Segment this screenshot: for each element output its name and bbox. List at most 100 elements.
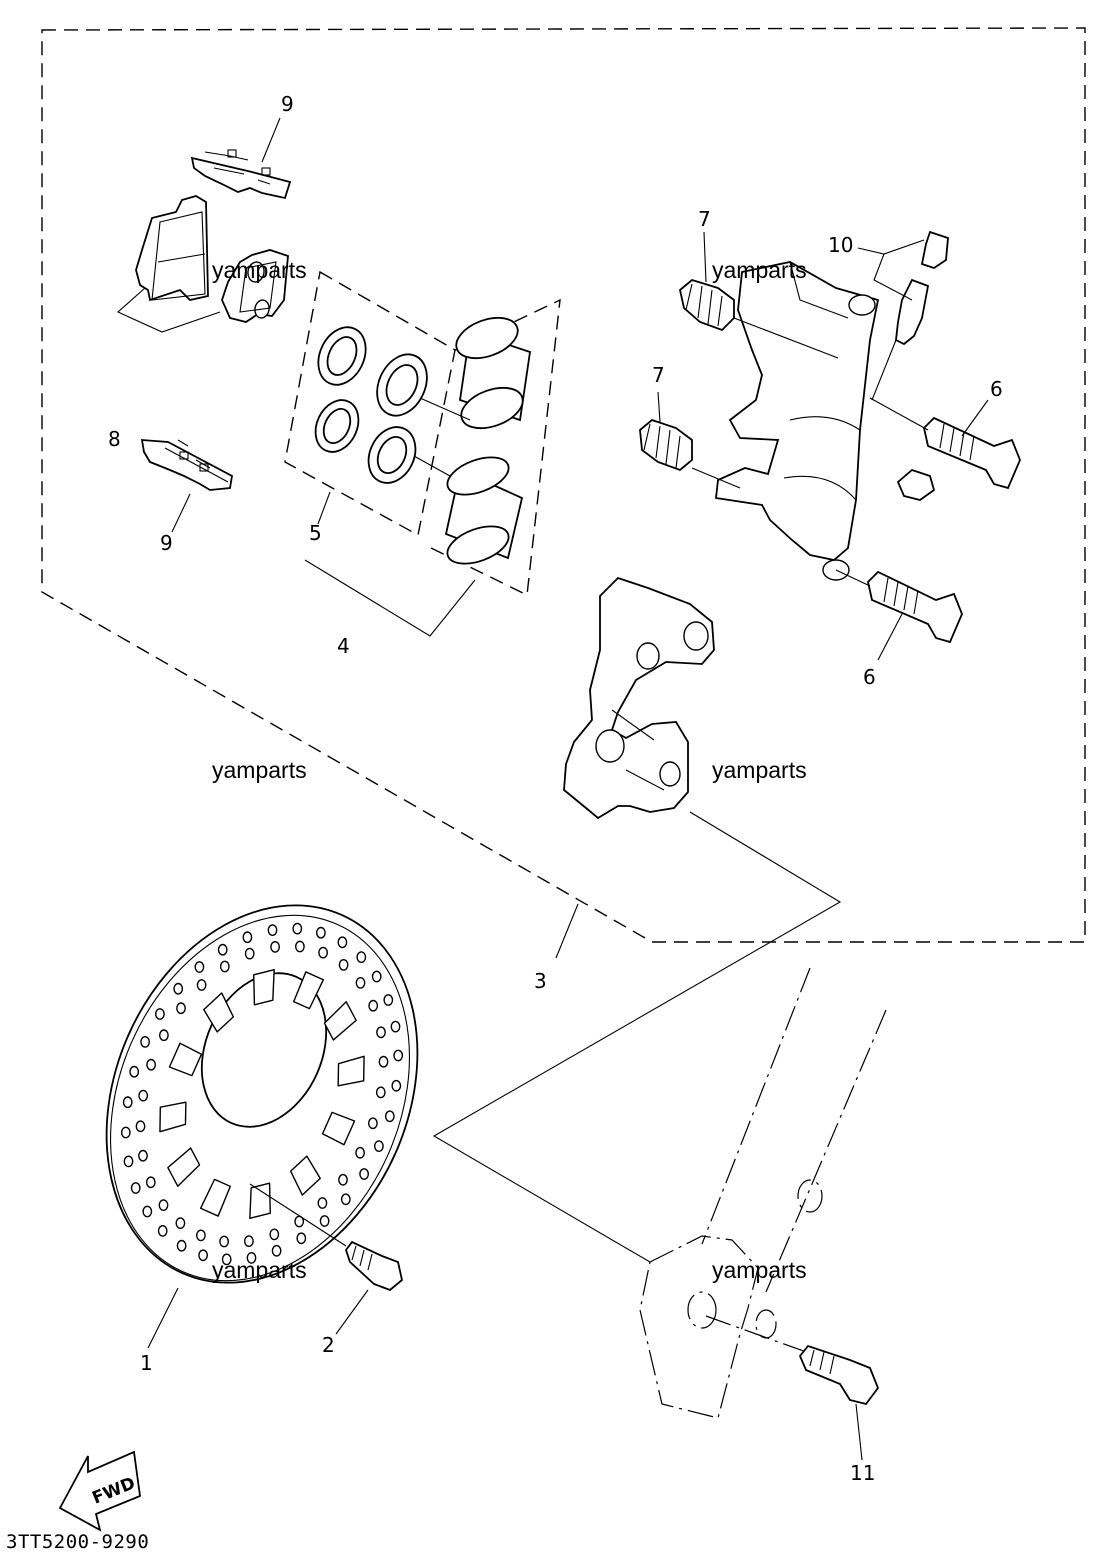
callout-6-lower: 6: [863, 665, 876, 689]
leader-3: [432, 811, 842, 1263]
disc-drill-hole: [196, 979, 207, 991]
disc-drill-hole: [317, 1197, 328, 1209]
disc-drill-hole: [221, 1253, 232, 1266]
disc-drill-hole: [269, 1228, 280, 1241]
leader-3-callout: [555, 903, 579, 959]
leader-1: [147, 1287, 179, 1349]
disc-drill-hole: [356, 951, 367, 963]
watermark: yamparts: [212, 757, 307, 783]
leader-6-lower: [877, 613, 903, 661]
leader-2: [335, 1289, 369, 1335]
disc-drill-hole: [219, 960, 230, 973]
disc-vent-slot: [323, 1001, 357, 1041]
disc-drill-hole: [157, 1225, 168, 1237]
callout-4: 4: [337, 634, 350, 658]
piston-seal-set: [314, 326, 428, 484]
disc-drill-hole: [175, 1217, 186, 1230]
leader-11: [855, 1403, 863, 1461]
brake-pad-outer: [221, 249, 289, 323]
leader-piston-axis: [413, 397, 471, 477]
disc-drill-hole: [315, 926, 326, 939]
disc-drill-hole: [246, 1252, 257, 1264]
caliper-assembly-boundary: [41, 27, 1086, 943]
callout-7-upper: 7: [698, 207, 711, 231]
piston-boundary: [424, 298, 561, 597]
disc-drill-hole: [384, 1110, 395, 1123]
leader-7-lower: [657, 391, 661, 423]
leader-9-upper: [261, 117, 281, 163]
disc-vent-slot: [168, 1042, 203, 1077]
leader-8: [117, 287, 221, 333]
brake-pad-inner: [135, 195, 209, 302]
disc-drill-hole: [355, 1146, 365, 1159]
disc-drill-hole: [176, 1239, 187, 1252]
disc-drill-hole: [294, 940, 305, 953]
disc-drill-hole: [158, 1199, 169, 1212]
caliper-bracket: [563, 576, 715, 820]
disc-drill-hole: [267, 924, 278, 936]
leader-7-lower-axis: [691, 467, 741, 489]
callout-10: 10: [828, 233, 853, 257]
caliper-bolt-upper: [923, 416, 1021, 490]
disc-bolt: [249, 1183, 403, 1292]
disc-drill-hole: [129, 1065, 140, 1078]
leader-6-upper-axis: [869, 397, 929, 431]
callout-1: 1: [140, 1351, 153, 1375]
disc-vent-slot: [167, 1147, 201, 1187]
disc-drill-hole: [194, 961, 205, 973]
disc-drill-hole: [319, 1215, 330, 1227]
caliper-body: [715, 261, 936, 581]
callout-7-lower: 7: [652, 363, 665, 387]
callout-8: 8: [108, 427, 121, 451]
disc-drill-hole: [154, 1008, 165, 1020]
disc-drill-hole: [371, 970, 382, 983]
leader-5: [317, 491, 331, 525]
disc-drill-hole: [337, 936, 348, 949]
watermark: yamparts: [212, 257, 307, 283]
callout-9-upper: 9: [281, 92, 294, 116]
disc-drill-hole: [383, 994, 394, 1006]
callout-9-lower: 9: [160, 531, 173, 555]
disc-drill-hole: [146, 1058, 157, 1071]
disc-drill-hole: [244, 947, 255, 960]
disc-drill-hole: [130, 1182, 141, 1194]
disc-drill-hole: [158, 1029, 169, 1042]
disc-drill-hole: [376, 1026, 386, 1039]
leader-7-upper-axis: [733, 317, 839, 359]
front-fork-outline: [639, 967, 887, 1419]
disc-drill-hole: [271, 1244, 282, 1257]
leader-6-upper: [961, 399, 989, 437]
disc-drill-hole: [390, 1020, 401, 1033]
diagram-code: 3TT5200-9290: [6, 1531, 149, 1553]
disc-vent-slot: [337, 1055, 365, 1087]
disc-drill-hole: [195, 1229, 206, 1242]
leader-4: [304, 559, 476, 637]
disc-drill-hole: [270, 941, 280, 953]
disc-drill-hole: [340, 1193, 351, 1206]
disc-drill-hole: [123, 1155, 134, 1168]
disc-drill-hole: [138, 1089, 149, 1102]
disc-drill-hole: [292, 922, 303, 935]
caliper-piston-set: [444, 316, 532, 565]
callout-2: 2: [322, 1333, 335, 1357]
leader-9-lower: [171, 493, 191, 533]
disc-drill-hole: [378, 1055, 389, 1068]
disc-drill-hole: [338, 1173, 348, 1186]
disc-drill-hole: [217, 943, 228, 956]
disc-drill-hole: [243, 1235, 254, 1248]
pin-boot-upper: [679, 278, 735, 332]
disc-drill-hole: [373, 1140, 384, 1153]
disc-vent-slot: [253, 968, 275, 1006]
watermark: yamparts: [212, 1257, 307, 1283]
pin-boot-lower: [639, 418, 693, 472]
disc-vent-slot: [249, 1182, 271, 1220]
disc-vent-slot: [159, 1101, 187, 1133]
disc-drill-hole: [176, 1002, 186, 1015]
disc-drill-hole: [391, 1079, 402, 1092]
disc-vent-slot: [199, 1178, 232, 1217]
disc-drill-hole: [122, 1096, 133, 1109]
disc-vent-slot: [289, 1155, 321, 1196]
disc-drill-hole: [355, 977, 366, 989]
disc-drill-hole: [318, 946, 328, 959]
